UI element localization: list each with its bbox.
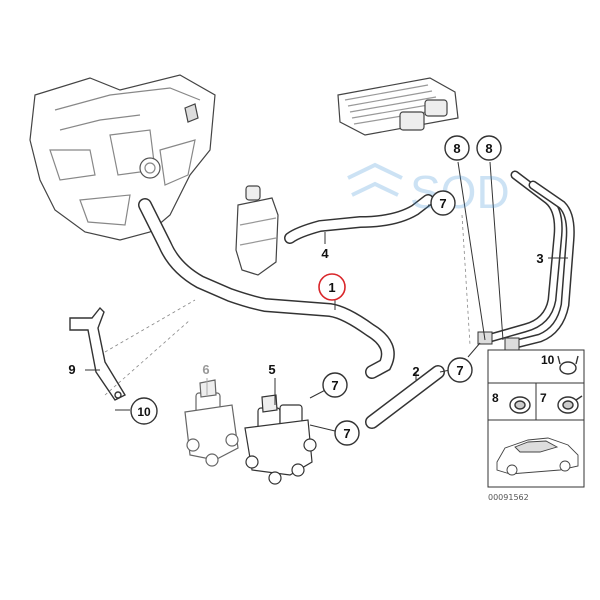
callout-8-left-label: 8 — [453, 141, 460, 156]
callout-4-label: 4 — [321, 246, 329, 261]
callout-7-mid-right: 7 — [447, 357, 473, 383]
hose-2 — [365, 365, 445, 429]
inset-panel: 10 8 7 — [487, 349, 585, 488]
water-valve-icon — [184, 379, 239, 467]
car-silhouette-icon — [496, 437, 579, 476]
callout-8-right: 8 — [476, 135, 502, 161]
callout-8-left: 8 — [444, 135, 470, 161]
callout-10-label: 10 — [137, 405, 151, 419]
inset-label-10: 10 — [541, 353, 555, 367]
callout-7-bottom: 7 — [334, 420, 360, 446]
pipes-3 — [477, 170, 575, 351]
callout-1-label: 1 — [328, 280, 335, 295]
callout-10: 10 — [130, 397, 158, 425]
inset-label-7: 7 — [540, 391, 547, 405]
callout-7-bottom-label: 7 — [343, 426, 350, 441]
hose-clamp-icon — [557, 395, 583, 414]
engine-block-icon — [29, 74, 216, 241]
callout-3-label: 3 — [536, 251, 543, 266]
leader-lines — [85, 161, 568, 432]
double-valve-icon — [244, 394, 317, 485]
callout-7-mid-left: 7 — [322, 372, 348, 398]
callout-9-label: 9 — [68, 362, 75, 377]
hose-clamp-icon — [509, 396, 531, 414]
callout-8-right-label: 8 — [485, 141, 492, 156]
expansion-tank-icon — [235, 185, 279, 276]
callout-1: 1 — [318, 273, 346, 301]
bracket-9 — [69, 306, 126, 401]
hose-1 — [138, 198, 395, 379]
callout-5-label: 5 — [268, 362, 275, 377]
watermark-text: SOD — [410, 166, 510, 218]
hose-clamp-icon — [557, 355, 579, 375]
callout-7-top: 7 — [430, 190, 456, 216]
watermark-logo: SOD — [347, 162, 510, 218]
heater-core-icon — [337, 77, 459, 136]
hose-4 — [284, 194, 434, 244]
inset-label-8: 8 — [492, 391, 499, 405]
callout-7-mid-left-label: 7 — [331, 378, 338, 393]
callout-7-mid-right-label: 7 — [456, 363, 463, 378]
callout-7-top-label: 7 — [439, 196, 446, 211]
callout-2-label: 2 — [412, 364, 419, 379]
reference-number: 00091562 — [488, 493, 529, 502]
callout-6-label: 6 — [202, 362, 209, 377]
dashed-leaders — [104, 214, 471, 396]
